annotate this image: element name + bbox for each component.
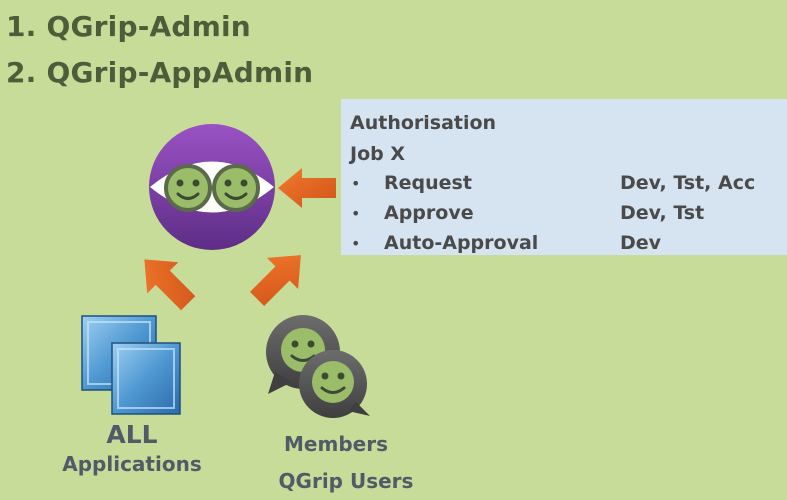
- auth-heading: Authorisation: [350, 112, 497, 134]
- applications-icon: [81, 315, 181, 415]
- auth-envs-approve: Dev, Tst: [620, 202, 705, 224]
- auth-action-auto-approval: Auto-Approval: [384, 232, 539, 254]
- users-label-members: Members: [284, 432, 388, 456]
- auth-envs-request: Dev, Tst, Acc: [620, 172, 756, 194]
- auth-action-request: Request: [384, 172, 472, 194]
- auth-job: Job X: [350, 143, 405, 165]
- bullet: •: [351, 204, 361, 223]
- title-qgrip-appadmin: 2. QGrip-AppAdmin: [6, 56, 314, 89]
- arrow-users-to-logo: [250, 255, 301, 306]
- arrow-auth-to-logo: [278, 168, 336, 208]
- bullet: •: [351, 234, 361, 253]
- auth-envs-auto-approval: Dev: [620, 232, 662, 254]
- users-icon: [266, 315, 370, 418]
- authorisation-box: Authorisation Job X • Request Dev, Tst, …: [341, 99, 787, 255]
- users-label-qgrip-users: QGrip Users: [278, 469, 414, 493]
- apps-label-all: ALL: [106, 420, 158, 449]
- qgrip-logo-icon: [149, 124, 275, 250]
- arrow-apps-to-logo: [144, 259, 196, 311]
- auth-action-approve: Approve: [384, 202, 474, 224]
- apps-label-applications: Applications: [62, 452, 202, 476]
- bullet: •: [351, 174, 361, 193]
- title-qgrip-admin: 1. QGrip-Admin: [6, 10, 251, 43]
